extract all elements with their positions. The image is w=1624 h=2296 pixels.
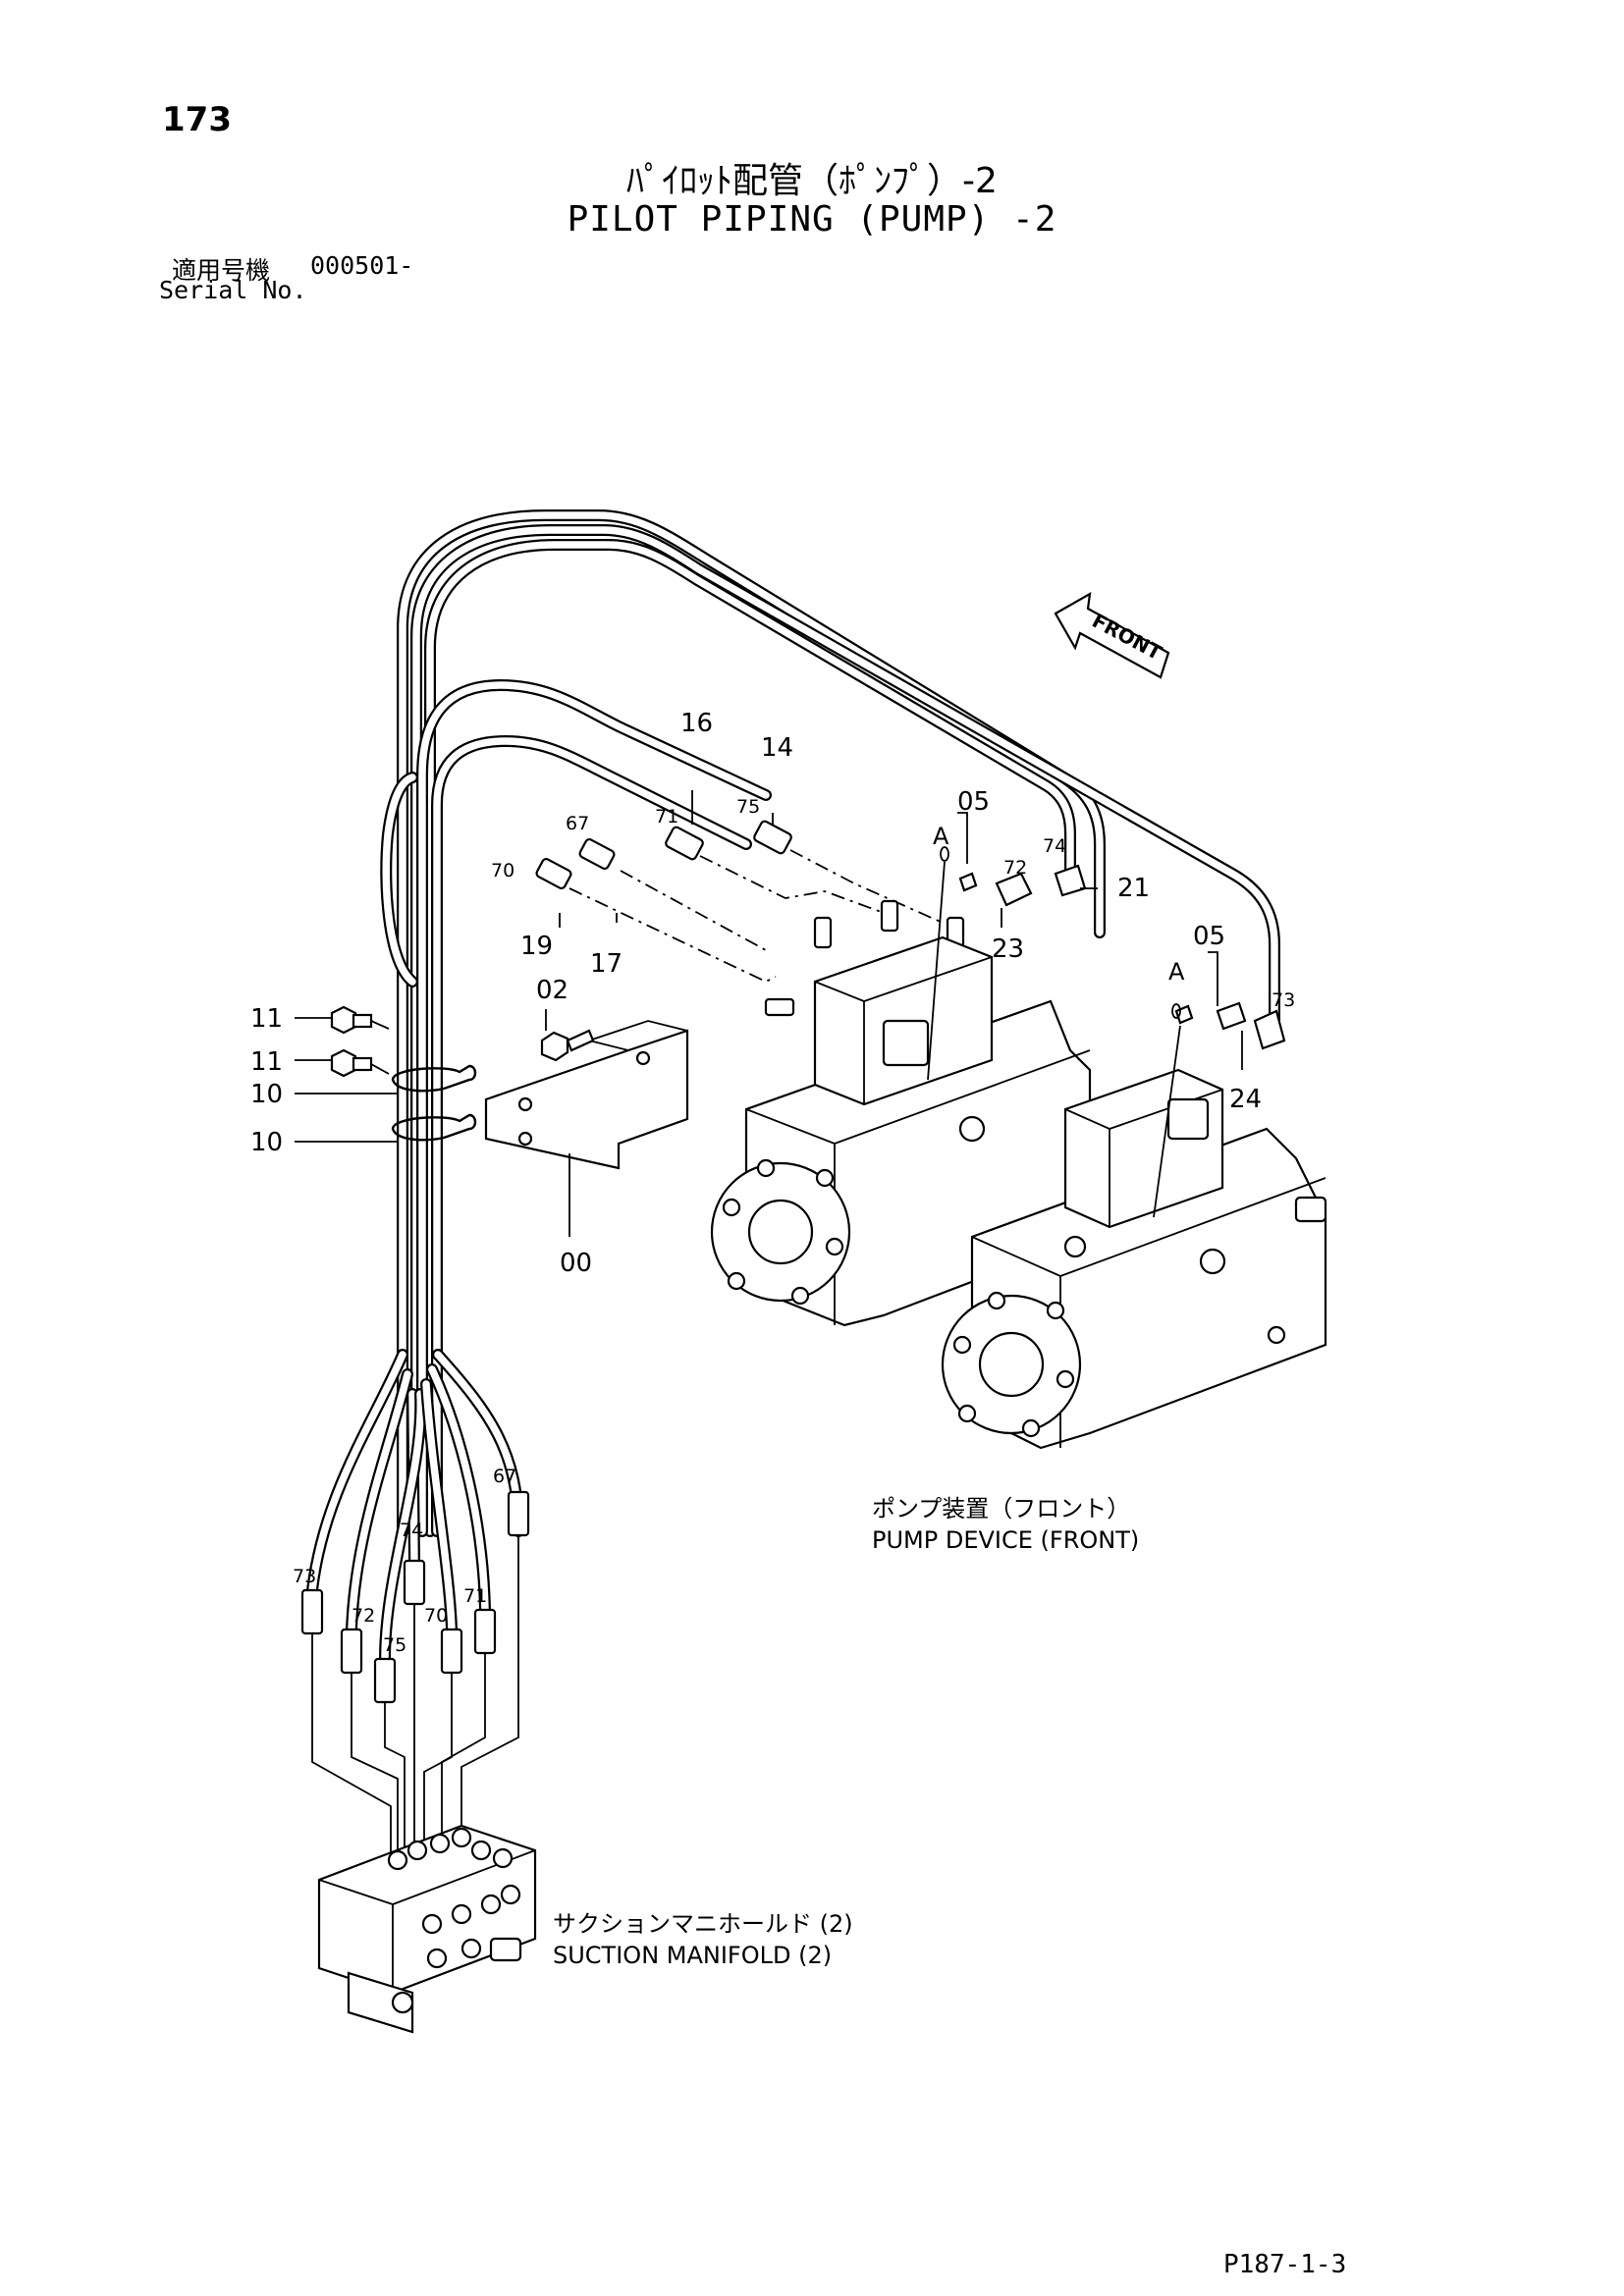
callout-leaders xyxy=(295,790,1243,1237)
manifold-leader-lines xyxy=(311,1535,519,1865)
callout-75-upper: 75 xyxy=(736,796,760,818)
front-direction-arrow: FRONT xyxy=(1054,591,1170,679)
serial-label-japanese: 適用号機 xyxy=(172,256,271,285)
mounting-bracket xyxy=(484,1020,689,1170)
callout-72-upper: 72 xyxy=(1003,857,1027,879)
suction-manifold-label-jp: サクションマニホールド (2) xyxy=(553,1910,853,1938)
suction-manifold-label-en: SUCTION MANIFOLD (2) xyxy=(553,1942,832,1969)
pump-port-fittings xyxy=(764,864,1286,1050)
page-title-japanese: ﾊﾟｲﾛｯﾄ配管（ﾎﾟﾝﾌﾟ）-2 xyxy=(626,161,998,201)
callout-10-upper: 10 xyxy=(250,1080,283,1109)
callout-21: 21 xyxy=(1117,874,1150,903)
callout-14: 14 xyxy=(761,733,793,763)
callout-05-left: 05 xyxy=(957,787,990,817)
sheet-code: P187-1-3 xyxy=(1223,2250,1347,2279)
callout-02: 02 xyxy=(536,976,568,1005)
hose-clamps xyxy=(391,1064,477,1142)
lower-hose-fan xyxy=(306,1349,524,1665)
suction-manifold xyxy=(317,1824,537,2034)
callout-a-right: A xyxy=(1168,958,1185,986)
callout-73-lower: 73 xyxy=(293,1566,316,1587)
component-labels: ポンプ装置（フロント） PUMP DEVICE (FRONT) サクションマニホ… xyxy=(553,1495,1139,1969)
callout-71-upper: 71 xyxy=(655,806,678,828)
callout-05-right: 05 xyxy=(1193,922,1225,951)
callout-73-upper: 73 xyxy=(1272,989,1295,1011)
callout-67-lower: 67 xyxy=(493,1466,516,1487)
callout-71-lower: 71 xyxy=(463,1585,487,1607)
bracket-bolt xyxy=(540,1029,595,1062)
callout-11-upper: 11 xyxy=(250,1004,283,1034)
callout-24: 24 xyxy=(1229,1085,1262,1114)
callout-70-lower: 70 xyxy=(424,1605,448,1627)
pump-device-label-jp: ポンプ装置（フロント） xyxy=(872,1495,1130,1522)
page-number: 173 xyxy=(162,100,232,139)
callout-23: 23 xyxy=(992,934,1024,964)
pump-device-label-en: PUMP DEVICE (FRONT) xyxy=(872,1526,1139,1554)
callout-72-lower: 72 xyxy=(352,1605,375,1627)
callout-74-lower: 74 xyxy=(400,1520,423,1541)
callout-10-lower: 10 xyxy=(250,1128,283,1157)
clamp-bolts xyxy=(330,1005,390,1078)
serial-label-english: Serial No. xyxy=(159,276,307,304)
upper-fittings xyxy=(535,820,944,984)
callout-a-left: A xyxy=(933,823,949,850)
callout-16: 16 xyxy=(680,709,713,738)
serial-number-value: 000501- xyxy=(310,251,414,280)
pilot-hose-bundle xyxy=(380,509,1280,1537)
callout-17: 17 xyxy=(590,949,623,979)
page-title-english: PILOT PIPING (PUMP) -2 xyxy=(567,199,1057,240)
callout-74-upper: 74 xyxy=(1043,835,1066,857)
callout-75-lower: 75 xyxy=(383,1634,406,1656)
pump-device-front xyxy=(710,935,1327,1450)
callout-00: 00 xyxy=(560,1249,592,1278)
callout-67-upper: 67 xyxy=(566,813,589,834)
callout-numbers: 16 14 67 71 75 70 19 17 05 A 72 74 21 23… xyxy=(250,709,1295,1656)
callout-70-upper: 70 xyxy=(491,860,514,881)
callout-19: 19 xyxy=(520,932,553,961)
callout-11-lower: 11 xyxy=(250,1047,283,1077)
